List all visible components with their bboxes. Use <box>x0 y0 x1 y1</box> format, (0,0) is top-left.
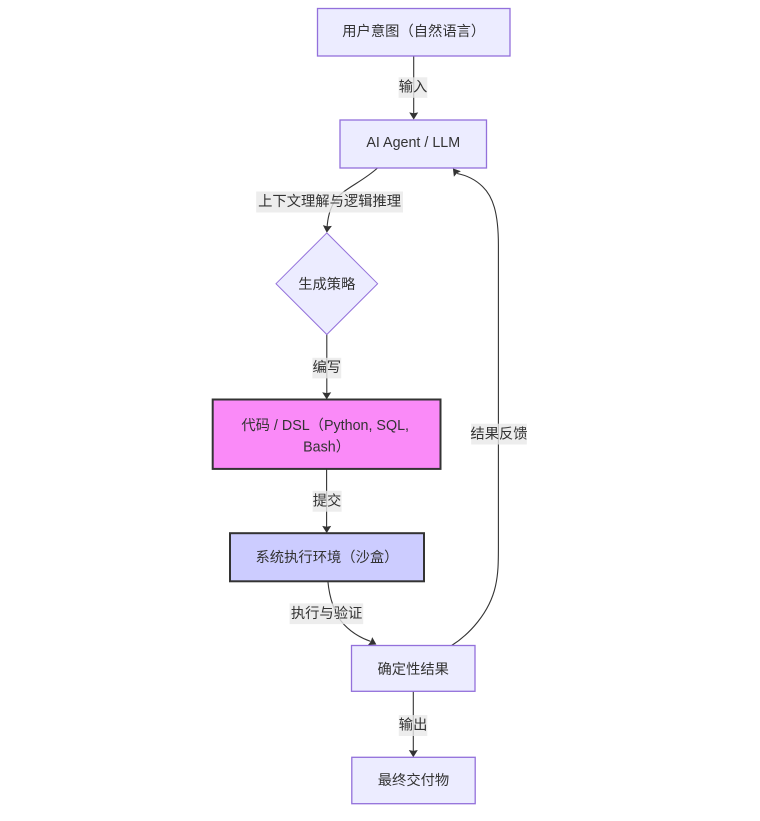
svg-text:输入: 输入 <box>399 79 428 96</box>
svg-text:执行与验证: 执行与验证 <box>291 605 362 622</box>
svg-text:Bash）: Bash） <box>303 439 350 456</box>
svg-text:输出: 输出 <box>399 717 428 734</box>
svg-text:结果反馈: 结果反馈 <box>470 425 527 442</box>
svg-text:代码 / DSL（Python, SQL,: 代码 / DSL（Python, SQL, <box>241 417 409 434</box>
svg-text:用户意图（自然语言）: 用户意图（自然语言） <box>342 22 485 40</box>
svg-text:上下文理解与逻辑推理: 上下文理解与逻辑推理 <box>258 193 401 210</box>
svg-text:最终交付物: 最终交付物 <box>378 771 449 789</box>
svg-text:系统执行环境（沙盒）: 系统执行环境（沙盒） <box>256 548 399 566</box>
svg-text:生成策略: 生成策略 <box>298 276 356 293</box>
svg-text:编写: 编写 <box>313 359 342 376</box>
svg-text:AI Agent / LLM: AI Agent / LLM <box>366 135 460 151</box>
svg-text:确定性结果: 确定性结果 <box>378 661 449 678</box>
svg-text:提交: 提交 <box>313 491 342 509</box>
